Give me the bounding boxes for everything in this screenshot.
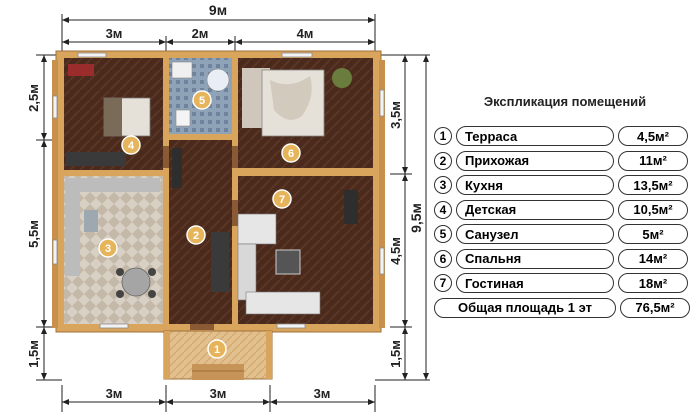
room-area: 4,5м² [618, 126, 688, 146]
room-markers: 1 2 3 4 5 6 7 [98, 90, 301, 359]
bath-toilet [175, 109, 191, 127]
kitchen-counter-top [66, 178, 160, 192]
dim-left-1: 2,5м [26, 84, 41, 112]
right-wall [379, 60, 385, 328]
room-number: 2 [434, 151, 452, 170]
room-number: 7 [434, 274, 452, 292]
marker-7: 7 [279, 194, 285, 206]
room-area: 10,5м² [618, 199, 688, 220]
room-name: Гостиная [456, 273, 614, 293]
dim-right-1: 3,5м [388, 101, 403, 129]
room-name: Детская [456, 199, 614, 220]
left-wall [52, 60, 58, 328]
dim-right-2: 4,5м [388, 237, 403, 265]
marker-2: 2 [193, 230, 199, 242]
room-name: Прихожая [456, 150, 614, 171]
room-number: 6 [434, 249, 452, 268]
dim-bottom-2: 3м [210, 386, 227, 401]
doors [163, 146, 238, 330]
living-table [275, 249, 301, 275]
room-area: 18м² [618, 273, 688, 293]
living-sofa-top [237, 213, 277, 245]
kitchen-counter-side [66, 178, 80, 276]
bedroom-plant [332, 68, 352, 88]
room-name: Санузел [456, 224, 614, 244]
room-number: 5 [434, 225, 452, 243]
room-number: 1 [434, 127, 452, 145]
room-area: 14м² [618, 248, 688, 269]
room-name: Терраса [456, 126, 614, 146]
living-sofa-bottom [245, 291, 321, 315]
dim-top-1: 3м [106, 26, 123, 41]
hallway-wardrobe [172, 148, 182, 188]
hallway-bench [211, 232, 229, 292]
dim-left-2: 5,5м [26, 220, 41, 248]
dim-left-3: 1,5м [26, 340, 41, 368]
dimension-lines [36, 14, 430, 412]
dim-top-2: 2м [192, 26, 209, 41]
kitchen-sink [84, 210, 98, 232]
dim-right-3: 1,5м [388, 340, 403, 368]
marker-6: 6 [288, 148, 294, 160]
dim-total-width: 9м [209, 2, 227, 18]
total-label: Общая площадь 1 эт [434, 297, 616, 318]
total-area: 76,5м² [620, 297, 690, 318]
marker-4: 4 [128, 140, 135, 152]
windows [52, 52, 385, 329]
bath-sink [171, 61, 193, 79]
childrens-bed-cover [104, 98, 122, 136]
room-area: 11м² [618, 150, 688, 171]
dim-bottom-3: 3м [314, 386, 331, 401]
legend-title: Экспликация помещений [483, 94, 647, 109]
room-area: 13,5м² [618, 175, 688, 195]
room-name: Кухня [456, 175, 614, 195]
kitchen-table [121, 267, 151, 297]
childrens-dresser [68, 64, 94, 76]
marker-1: 1 [214, 344, 220, 356]
marker-5: 5 [199, 95, 205, 107]
terrace-rail-left [164, 331, 170, 379]
room-number: 3 [434, 176, 452, 194]
bath-shower [206, 68, 230, 92]
dim-top-3: 4м [297, 26, 314, 41]
dimension-arrows [41, 17, 429, 405]
marker-3: 3 [105, 243, 111, 255]
room-name: Спальня [456, 248, 614, 269]
floor-plan: 9м 3м 2м 4м 3м 3м 3м 2,5м 5,5м 1,5м 3,5м… [26, 2, 430, 412]
living-sofa-side [237, 243, 257, 301]
room-number: 4 [434, 200, 452, 219]
living-tv [344, 190, 358, 224]
legend-total-row: Общая площадь 1 эт 76,5м² [434, 297, 696, 319]
terrace-steps [192, 364, 244, 380]
bedroom-bedding [270, 76, 312, 120]
terrace-rail-right [266, 331, 272, 379]
dim-bottom-1: 3м [106, 386, 123, 401]
childrens-desk [66, 152, 126, 166]
dim-total-height: 9,5м [408, 203, 424, 233]
room-area: 5м² [618, 224, 688, 244]
